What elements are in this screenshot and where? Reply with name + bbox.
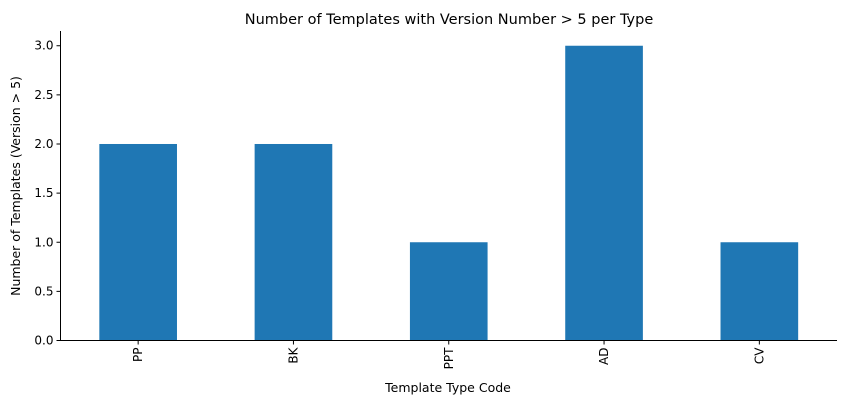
y-axis-ticks: 0.0 0.5 1.0 1.5 2.0 2.5 3.0 (34, 39, 61, 348)
y-tick-label-1: 0.5 (34, 284, 53, 298)
y-tick-label-0: 0.0 (34, 334, 53, 348)
bar-pp (99, 143, 177, 341)
x-tick-label-ad: AD (597, 348, 611, 365)
x-axis-ticks: PP BK PPT AD CV (131, 340, 766, 369)
x-tick-label-ppt: PPT (442, 347, 456, 369)
x-tick-label-bk: BK (286, 346, 300, 363)
x-axis-label: Template Type Code (384, 380, 511, 395)
x-tick-label-cv: CV (752, 347, 766, 364)
y-axis-label: Number of Templates (Version > 5) (8, 76, 23, 296)
y-tick-label-6: 3.0 (34, 39, 53, 53)
x-tick-label-pp: PP (131, 348, 145, 362)
bar-cv (720, 242, 799, 341)
bars-layer (99, 45, 799, 341)
bar-bk (254, 143, 333, 341)
bar-ad (565, 45, 643, 341)
y-tick-label-5: 2.5 (34, 88, 53, 102)
y-tick-label-4: 2.0 (34, 137, 53, 151)
y-tick-label-2: 1.0 (34, 235, 53, 249)
bar-ppt (409, 242, 488, 341)
chart-title: Number of Templates with Version Number … (245, 12, 654, 28)
y-tick-label-3: 1.5 (34, 186, 53, 200)
